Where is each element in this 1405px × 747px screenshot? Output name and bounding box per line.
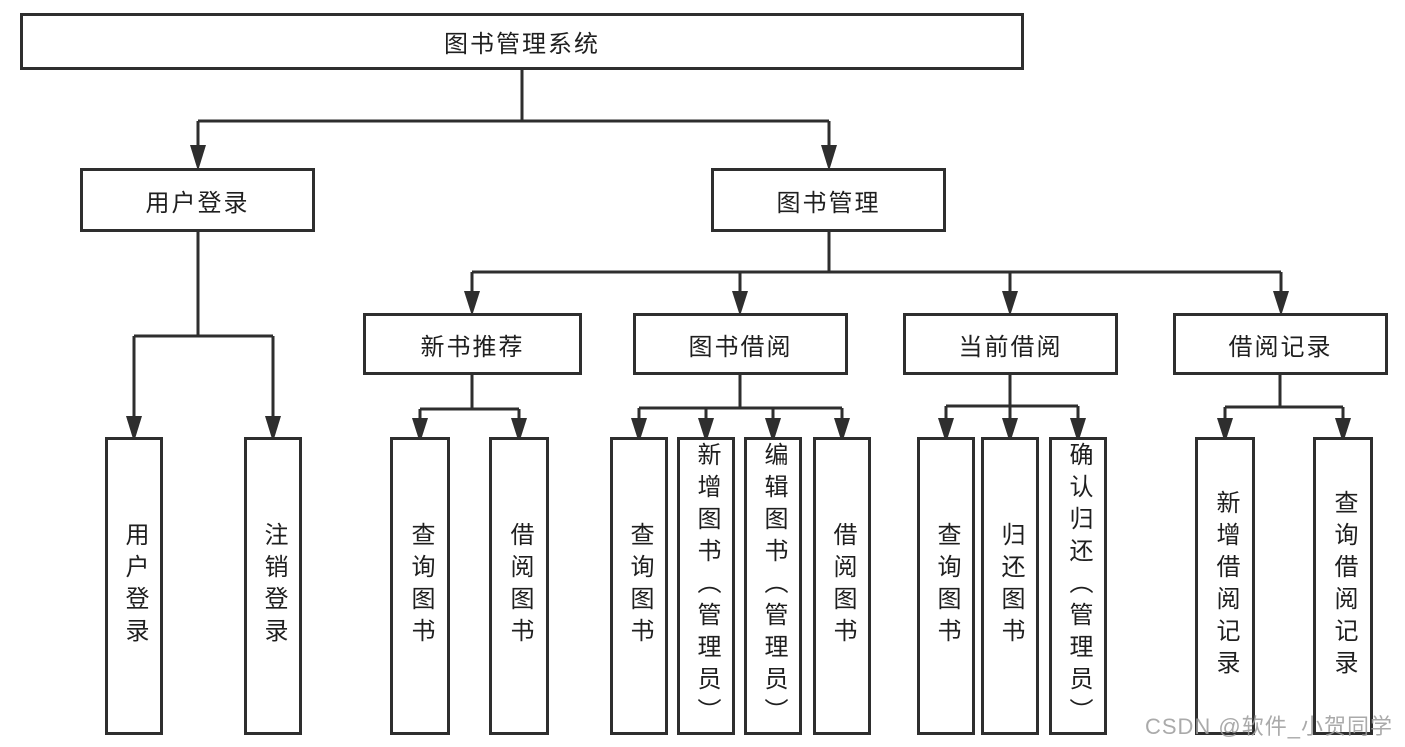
leaf-label: 归还图书 xyxy=(997,522,1024,650)
node-new-book-recommend: 新书推荐 xyxy=(363,313,582,375)
leaf-query-books-borrow: 查询图书 xyxy=(610,437,668,735)
leaf-label: 查询图书 xyxy=(407,522,434,650)
leaf-logout-login: 注销登录 xyxy=(244,437,302,735)
leaf-add-borrow-record: 新增借阅记录 xyxy=(1195,437,1255,735)
leaf-label: 注销登录 xyxy=(260,522,287,650)
leaf-label: 查询借阅记录 xyxy=(1330,490,1357,682)
leaf-label: 用户登录 xyxy=(121,522,148,650)
leaf-confirm-return-admin: 确认归还（管理员） xyxy=(1049,437,1107,735)
leaf-borrow-books-recommend: 借阅图书 xyxy=(489,437,549,735)
leaf-label: 确认归还（管理员） xyxy=(1065,442,1092,730)
leaf-query-books-recommend: 查询图书 xyxy=(390,437,450,735)
leaf-label: 新增图书（管理员） xyxy=(693,442,720,730)
leaf-label: 借阅图书 xyxy=(506,522,533,650)
leaf-borrow-books: 借阅图书 xyxy=(813,437,871,735)
leaf-query-borrow-record: 查询借阅记录 xyxy=(1313,437,1373,735)
node-book-management: 图书管理 xyxy=(711,168,946,232)
watermark: CSDN @软件_小贺同学 xyxy=(1144,714,1393,739)
node-current-borrow: 当前借阅 xyxy=(903,313,1118,375)
leaf-query-books-current: 查询图书 xyxy=(917,437,975,735)
leaf-return-books: 归还图书 xyxy=(981,437,1039,735)
leaf-edit-books-admin: 编辑图书（管理员） xyxy=(744,437,802,735)
leaf-label: 借阅图书 xyxy=(829,522,856,650)
node-library-management-system: 图书管理系统 xyxy=(20,13,1024,70)
leaf-label: 查询图书 xyxy=(933,522,960,650)
node-borrow-record: 借阅记录 xyxy=(1173,313,1388,375)
leaf-user-login: 用户登录 xyxy=(105,437,163,735)
leaf-label: 查询图书 xyxy=(626,522,653,650)
node-user-login: 用户登录 xyxy=(80,168,315,232)
leaf-label: 编辑图书（管理员） xyxy=(760,442,787,730)
node-book-borrow: 图书借阅 xyxy=(633,313,848,375)
leaf-label: 新增借阅记录 xyxy=(1212,490,1239,682)
leaf-add-books-admin: 新增图书（管理员） xyxy=(677,437,735,735)
